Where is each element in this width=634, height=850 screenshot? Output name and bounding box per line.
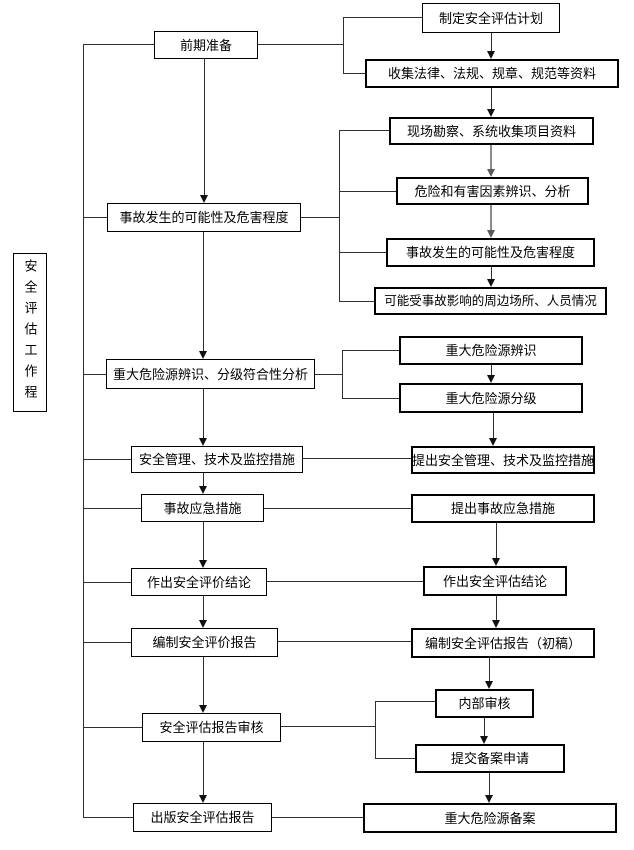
flow-line (491, 267, 492, 279)
flow-line (339, 130, 389, 131)
arrow-down-icon (199, 620, 207, 628)
arrow-down-icon (199, 438, 207, 446)
flow-line (301, 217, 339, 218)
node-safety-assessment-report-review: 安全评估报告审核 (142, 713, 281, 742)
flow-line (491, 88, 492, 109)
flow-line (204, 58, 205, 195)
node-propose-safety-management-measures: 提出安全管理、技术及监控措施 (411, 446, 595, 474)
arrow-down-icon (487, 375, 495, 383)
node-major-hazard-grading: 重大危险源分级 (399, 383, 583, 413)
arrow-down-icon (480, 736, 488, 744)
flow-line (203, 657, 204, 705)
node-safety-assessment-conclusion: 作出安全评估结论 (423, 566, 567, 596)
arrow-down-icon (199, 705, 207, 713)
node-make-assessment-plan: 制定安全评估计划 (422, 3, 560, 33)
flow-line (264, 508, 411, 509)
flow-line (203, 522, 204, 560)
node-internal-review: 内部审核 (435, 689, 534, 718)
flow-line (83, 582, 131, 583)
flow-line (496, 596, 497, 620)
node-major-hazard-identification-grading-analysis: 重大危险源辨识、分级符合性分析 (106, 359, 315, 389)
flow-line (489, 658, 490, 681)
flow-line (258, 44, 343, 45)
flow-line (489, 773, 490, 795)
flow-line (342, 398, 399, 399)
node-publish-safety-assessment-report: 出版安全评估报告 (133, 803, 272, 832)
flow-line (83, 374, 106, 375)
arrow-down-icon (199, 486, 207, 494)
flow-line (484, 718, 485, 736)
flow-line (491, 365, 492, 375)
node-compile-safety-evaluation-report: 编制安全评价报告 (131, 628, 278, 657)
arrow-down-icon (487, 109, 495, 117)
arrow-down-icon (487, 169, 495, 177)
arrow-down-icon (485, 681, 493, 689)
arrow-down-icon (492, 620, 500, 628)
node-accident-emergency-measures: 事故应急措施 (141, 494, 264, 522)
flow-line (493, 413, 494, 438)
node-major-hazard-identification: 重大危险源辨识 (399, 336, 583, 365)
flow-line (83, 459, 131, 460)
flow-line (203, 232, 204, 351)
flow-line (342, 350, 399, 351)
flow-line (375, 758, 415, 759)
node-propose-emergency-measures: 提出事故应急措施 (411, 494, 595, 523)
flow-line (267, 581, 423, 582)
arrow-down-icon (492, 558, 500, 566)
flow-line (375, 701, 376, 758)
flow-line (83, 44, 84, 817)
flow-line (303, 458, 411, 459)
flow-line (339, 252, 386, 253)
flow-line (342, 350, 343, 398)
node-safety-evaluation-conclusion: 作出安全评价结论 (131, 568, 267, 596)
node-collect-laws-regulations: 收集法律、法规、规章、规范等资料 (365, 59, 619, 88)
flow-line (339, 191, 396, 192)
flow-line (339, 301, 374, 302)
arrow-down-icon (199, 795, 207, 803)
node-safety-management-tech-monitoring-measures: 安全管理、技术及监控措施 (131, 446, 303, 473)
node-draft-assessment-report: 编制安全评估报告（初稿） (411, 628, 595, 658)
node-submit-filing-application: 提交备案申请 (415, 744, 565, 773)
arrow-down-icon (487, 51, 495, 59)
flow-line (272, 817, 363, 818)
arrow-down-icon (487, 230, 495, 238)
flow-line (83, 217, 107, 218)
node-site-survey-collect-data: 现场勘察、系统收集项目资料 (389, 117, 594, 145)
arrow-down-icon (200, 195, 208, 203)
node-hazard-factor-identification: 危险和有害因素辨识、分析 (396, 177, 589, 205)
flow-line (83, 817, 133, 818)
node-affected-surroundings-personnel: 可能受事故影响的周边场所、人员情况 (374, 287, 607, 315)
flow-line (281, 726, 375, 727)
flow-line (343, 73, 365, 74)
flow-line (83, 44, 154, 45)
node-accident-likelihood-severity: 事故发生的可能性及危害程度 (107, 203, 301, 232)
flow-line (375, 701, 435, 702)
flow-line (315, 374, 342, 375)
flow-line (343, 17, 422, 18)
flow-line (490, 145, 492, 169)
flow-line (278, 641, 411, 642)
flowchart-side-label: 安全评估工作程 (13, 253, 47, 412)
arrow-down-icon (487, 279, 495, 287)
arrow-down-icon (489, 438, 497, 446)
arrow-down-icon (199, 560, 207, 568)
flow-line (339, 130, 340, 301)
flow-line (496, 523, 497, 558)
node-preliminary-preparation: 前期准备 (154, 31, 258, 59)
node-major-hazard-filing: 重大危险源备案 (363, 803, 617, 833)
arrow-down-icon (199, 351, 207, 359)
flow-line (343, 17, 344, 73)
flow-line (490, 205, 492, 230)
node-accident-likelihood-severity-right: 事故发生的可能性及危害程度 (386, 238, 595, 267)
flow-line (203, 473, 204, 486)
flow-line (203, 596, 204, 620)
flow-line (83, 727, 142, 728)
flow-line (83, 508, 141, 509)
flow-line (203, 742, 204, 795)
flow-line (203, 389, 204, 438)
flow-line (83, 642, 131, 643)
arrow-down-icon (485, 795, 493, 803)
flow-line (491, 33, 492, 51)
